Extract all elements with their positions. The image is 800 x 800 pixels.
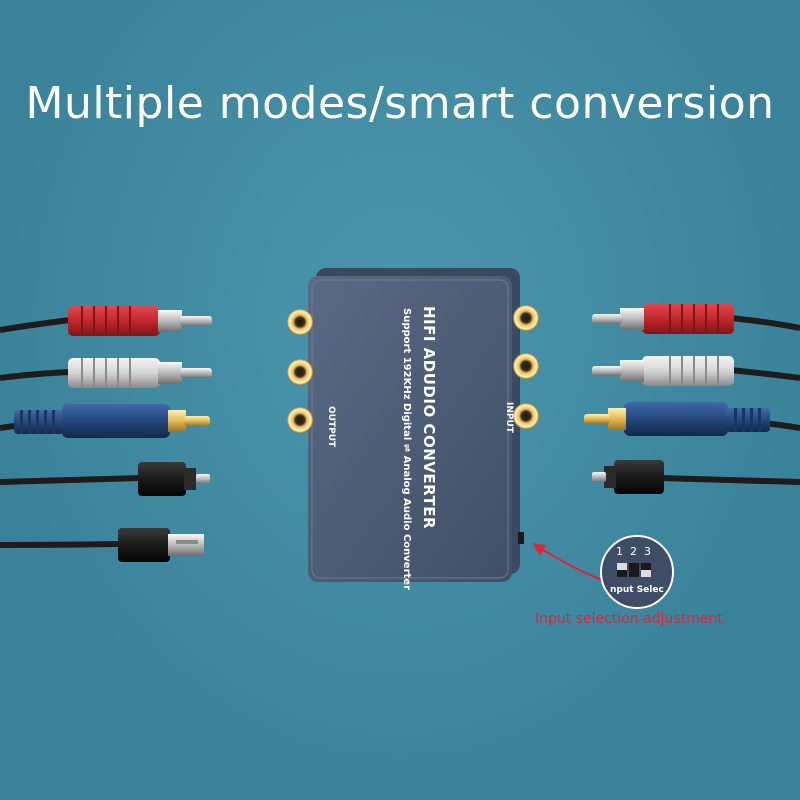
left-white-rca-plug xyxy=(0,358,212,388)
right-blue-coaxial-plug xyxy=(584,402,800,436)
output-label: OUTPUT xyxy=(326,406,336,448)
right-white-rca-plug xyxy=(592,356,800,386)
device-title: HIFI ADUDIO CONVERTER xyxy=(420,306,438,530)
headline: Multiple modes/smart conversion xyxy=(25,78,775,129)
right-optical-plug xyxy=(592,460,800,494)
callout-arrow xyxy=(532,543,613,585)
left-blue-coaxial-plug xyxy=(0,404,210,438)
switch-zoom-bubble xyxy=(600,535,674,609)
left-usb-plug xyxy=(0,528,204,562)
left-optical-plug xyxy=(0,462,210,496)
switch-numbers: 123 xyxy=(616,545,658,558)
right-red-rca-plug xyxy=(592,304,800,334)
input-select-switch xyxy=(518,532,524,544)
switch-caption: nput Selec xyxy=(610,585,664,595)
left-cables xyxy=(0,306,212,562)
input-jack-3 xyxy=(513,403,539,429)
right-cables xyxy=(584,304,800,494)
input-jack-1 xyxy=(513,305,539,331)
output-jack-1 xyxy=(287,309,313,335)
input-label: INPUT xyxy=(504,402,514,433)
input-jack-2 xyxy=(513,353,539,379)
output-jack-2 xyxy=(287,359,313,385)
converter-device xyxy=(287,268,539,582)
device-subtitle: Support 192KHz Digital ⇌ Analog Audio Co… xyxy=(401,308,412,591)
left-red-rca-plug xyxy=(0,306,212,336)
output-jack-3 xyxy=(287,407,313,433)
callout-label: Input selection adjustment xyxy=(535,611,723,627)
